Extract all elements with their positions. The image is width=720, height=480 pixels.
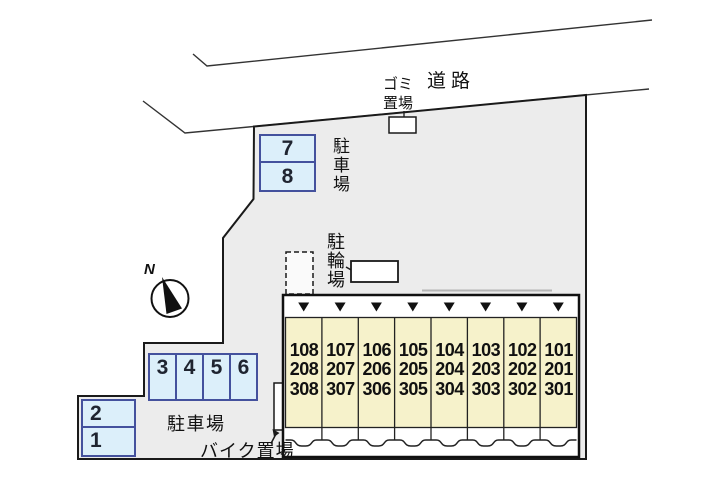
unit-number: 106 — [362, 340, 392, 360]
garbage-area-label-line2: 置場 — [382, 94, 413, 112]
parking-spaces-2-1: 2 1 — [81, 399, 136, 457]
north-label: N — [144, 261, 155, 278]
garbage-area-label-line1: ゴミ — [382, 76, 413, 93]
unit-number: 108 — [289, 340, 319, 360]
parking-space-3-label: 3 — [156, 356, 169, 379]
unit-number: 308 — [289, 378, 319, 399]
parking-space-2: 2 — [83, 401, 134, 428]
parking-space-5: 5 — [202, 355, 229, 399]
bicycle-parking-label: 駐輪場 — [325, 232, 345, 289]
unit-column-104: 104 204 304 — [431, 340, 468, 399]
parking-space-1: 1 — [83, 428, 134, 455]
parking-space-5-label: 5 — [210, 356, 223, 379]
unit-number: 102 — [508, 340, 537, 360]
unit-entrance-arrow-icon — [334, 302, 346, 312]
parking-spaces-7-8: 7 8 — [259, 134, 316, 192]
parking-space-7: 7 — [261, 136, 314, 163]
unit-number: 302 — [508, 378, 537, 399]
parking-spaces-3-6: 3 4 5 6 — [148, 353, 258, 401]
unit-entrance-arrow-icon — [516, 302, 528, 312]
unit-number: 101 — [544, 340, 573, 360]
unit-number: 201 — [544, 359, 573, 380]
unit-number: 301 — [544, 378, 573, 399]
unit-number: 202 — [508, 359, 537, 380]
parking-space-8: 8 — [261, 163, 314, 190]
balcony-scallop-line — [285, 439, 577, 447]
unit-number: 105 — [398, 340, 428, 360]
garbage-area-label: ゴミ 置場 — [379, 76, 417, 113]
bicycle-dashed-area — [285, 251, 314, 295]
unit-number: 304 — [435, 378, 464, 399]
unit-entrance-arrow-icon — [298, 302, 310, 312]
unit-column-101: 101 201 301 — [540, 340, 577, 399]
unit-number: 104 — [435, 340, 464, 360]
parking-space-6-label: 6 — [237, 356, 250, 379]
unit-entrance-arrow-icon — [407, 302, 419, 312]
unit-number: 107 — [326, 340, 355, 360]
compass-icon — [150, 277, 190, 318]
building — [281, 293, 581, 459]
unit-number: 307 — [326, 378, 355, 399]
road-upper-edge-line — [192, 19, 653, 67]
parking-space-8-label: 8 — [281, 164, 294, 188]
unit-entrance-arrow-icon — [552, 302, 564, 312]
unit-number: 205 — [398, 359, 428, 380]
parking-space-4-label: 4 — [183, 356, 196, 379]
unit-number: 305 — [398, 378, 428, 399]
bicycle-shed-rect — [350, 260, 399, 283]
unit-number: 306 — [362, 378, 392, 399]
parking-space-3: 3 — [150, 355, 175, 399]
unit-column-102: 102 202 302 — [504, 340, 541, 399]
unit-number: 207 — [326, 359, 355, 380]
unit-column-106: 106 206 306 — [358, 340, 395, 399]
motorcycle-leader-arrowhead — [272, 429, 280, 437]
unit-entrance-arrow-icon — [480, 302, 492, 312]
parking-lot-bottom-label: 駐車場 — [167, 414, 226, 434]
unit-number: 203 — [471, 359, 501, 380]
motorcycle-parking-label: バイク置場 — [200, 441, 295, 461]
unit-number: 303 — [471, 378, 501, 399]
unit-entrance-arrow-icon — [370, 302, 382, 312]
garbage-rect — [388, 116, 417, 134]
unit-column-108: 108 208 308 — [286, 340, 323, 399]
unit-number: 208 — [289, 359, 319, 380]
parking-space-7-label: 7 — [281, 136, 294, 160]
unit-column-105: 105 205 305 — [395, 340, 432, 399]
road-label: 道路 — [427, 71, 476, 92]
parking-space-4: 4 — [175, 355, 202, 399]
unit-column-107: 107 207 307 — [322, 340, 359, 399]
unit-entrance-arrow-icon — [443, 302, 455, 312]
parking-space-1-label: 1 — [90, 429, 102, 452]
parking-lot-top-label: 駐車場 — [330, 137, 349, 194]
unit-column-103: 103 203 303 — [467, 340, 504, 399]
unit-number: 206 — [362, 359, 392, 380]
unit-number: 103 — [471, 340, 501, 360]
compass-needle — [162, 277, 182, 314]
parking-space-6: 6 — [229, 355, 256, 399]
unit-number: 204 — [435, 359, 464, 380]
parking-space-2-label: 2 — [90, 402, 102, 425]
